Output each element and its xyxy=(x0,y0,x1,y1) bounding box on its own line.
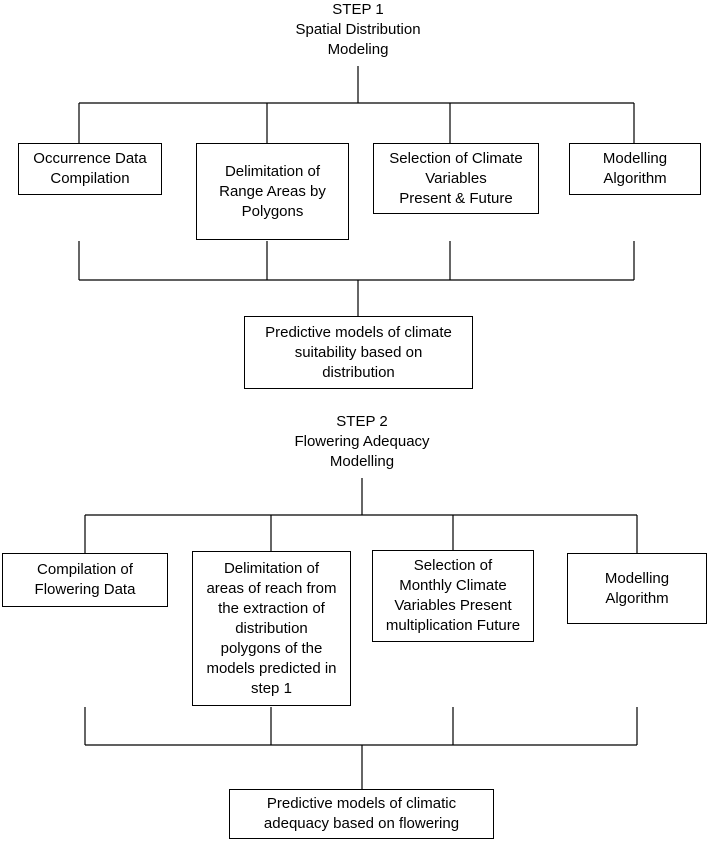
modelling-algorithm-box-2: Modelling Algorithm xyxy=(567,553,707,624)
reach-delimitation-box: Delimitation of areas of reach from the … xyxy=(192,551,351,706)
box-text-line: step 1 xyxy=(251,679,292,697)
step2-title-line: Modelling xyxy=(329,453,395,470)
box-text-line: Compilation of xyxy=(37,561,133,578)
step1-title: STEP 1 Spatial Distribution Modeling xyxy=(258,0,458,60)
box-text-line: Algorithm xyxy=(603,170,667,187)
box-text-line: Flowering Data xyxy=(34,581,136,598)
box-text-line: Predictive models of climatic xyxy=(266,795,457,812)
modelling-algorithm-box: Modelling Algorithm xyxy=(569,143,701,195)
box-text-line: Modelling xyxy=(604,569,670,587)
step2-title-line: STEP 2 xyxy=(336,413,388,430)
box-text-line: suitability based on xyxy=(294,343,423,361)
box-text-line: the extraction of xyxy=(218,599,325,617)
box-text-line: Range Areas by xyxy=(219,182,326,200)
flowering-data-box: Compilation of Flowering Data xyxy=(2,553,168,607)
box-text-line: Variables Present xyxy=(394,597,512,614)
box-text-line: Compilation xyxy=(50,170,130,187)
box-text-line: Modelling xyxy=(602,150,668,167)
box-text-line: Selection of Climate xyxy=(389,149,523,167)
box-text-line: Selection of xyxy=(413,557,493,574)
step1-title-line: Modeling xyxy=(327,41,389,58)
box-text-line: Variables xyxy=(425,169,487,187)
step2-title: STEP 2 Flowering Adequacy Modelling xyxy=(262,412,462,472)
box-text-line: distribution xyxy=(235,619,308,637)
box-text-line: Predictive models of climate xyxy=(265,323,452,341)
step1-title-line: Spatial Distribution xyxy=(295,21,421,38)
monthly-climate-box: Selection of Monthly Climate Variables P… xyxy=(372,550,534,642)
box-text-line: distribution xyxy=(322,363,395,381)
box-text-line: Occurrence Data xyxy=(33,150,147,167)
box-text-line: areas of reach from xyxy=(206,579,337,597)
step2-title-line: Flowering Adequacy xyxy=(294,433,430,450)
box-text-line: Delimitation of xyxy=(223,559,320,577)
box-text-line: Monthly Climate xyxy=(399,577,507,594)
box-text-line: Algorithm xyxy=(605,589,669,607)
step2-result-box: Predictive models of climatic adequacy b… xyxy=(229,789,494,839)
box-text-line: multiplication Future xyxy=(385,617,521,634)
occurrence-data-box: Occurrence Data Compilation xyxy=(18,143,162,195)
box-text-line: Delimitation of xyxy=(224,162,321,180)
box-text-line: Polygons xyxy=(241,202,304,220)
step1-result-box: Predictive models of climate suitability… xyxy=(244,316,473,389)
box-text-line: polygons of the xyxy=(220,639,323,657)
step1-title-line: STEP 1 xyxy=(332,1,384,18)
box-text-line: Present & Future xyxy=(399,189,513,207)
climate-variables-box: Selection of Climate Variables Present &… xyxy=(373,143,539,214)
box-text-line: adequacy based on flowering xyxy=(263,815,460,832)
box-text-line: models predicted in xyxy=(206,659,337,677)
range-delimitation-box: Delimitation of Range Areas by Polygons xyxy=(196,143,349,240)
